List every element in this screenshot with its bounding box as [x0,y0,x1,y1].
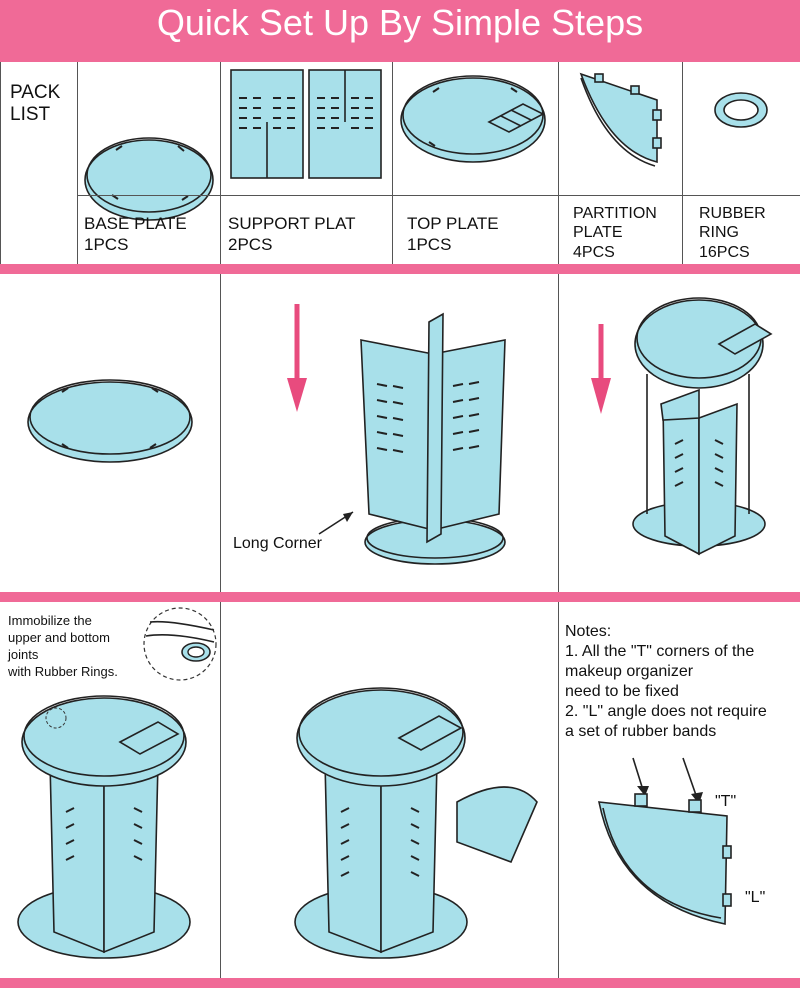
notes-line: need to be fixed [565,683,679,700]
title-band [0,0,800,62]
footer-band [0,978,800,988]
pack-item-support-plate: SUPPORT PLAT 2PCS [221,62,393,264]
pack-item-qty: 16PCS [699,244,750,261]
step-6-notes: Notes: 1. All the "T" corners of the mak… [559,602,800,978]
base-plate-illustration [27,379,193,463]
notes-line: 2. "L" angle does not require [565,703,767,720]
long-corner-annotation: Long Corner [233,535,322,552]
pack-item-name: BASE PLATE [84,214,187,233]
rubber-ring-icon [714,92,768,128]
divider-band [0,592,800,602]
step-1-base [0,274,221,592]
pack-item-top-plate: TOP PLATE 1PCS [393,62,559,264]
notes-line: a set of rubber bands [565,723,717,740]
support-assembly-illustration [287,304,506,565]
notes-heading: Notes: [565,623,612,640]
pack-item-base-plate: BASE PLATE 1PCS [78,62,221,264]
step-4-rings: Immobilize the upper and bottom joints w… [0,602,221,978]
support-plate-icon [230,69,382,179]
pack-item-rubber-ring: RUBBER RING 16PCS [683,62,800,264]
step-2-support: Long Corner [221,274,559,592]
pack-list-label: PACK LIST [10,82,61,125]
partition-corner-illustration [598,757,732,925]
l-corner-label: "L" [745,889,766,906]
pack-item-name: TOP PLATE [407,214,499,233]
rubber-ring-callout: Immobilize the upper and bottom joints w… [8,613,118,679]
divider-band [0,264,800,274]
step-5-partitions [221,602,559,978]
pack-item-name: PARTITION PLATE [573,205,657,241]
pack-item-name: SUPPORT PLAT [228,214,356,233]
base-plate-icon [84,137,214,221]
pack-list-label-cell: PACK LIST [0,62,78,264]
partition-insert-illustration [294,687,538,959]
pack-item-qty: 4PCS [573,244,615,261]
top-plate-icon [400,75,546,163]
pack-item-partition-plate: PARTITION PLATE 4PCS [559,62,683,264]
pack-item-qty: 1PCS [84,235,129,254]
notes-line: makeup organizer [565,663,694,680]
rubber-ring-fixing-illustration [17,607,217,959]
partition-plate-icon [579,72,662,167]
top-plate-assembly-illustration [591,297,773,556]
notes-line: 1. All the "T" corners of the [565,643,755,660]
pack-item-qty: 1PCS [407,235,452,254]
t-corner-label: "T" [715,793,737,810]
page-title: Quick Set Up By Simple Steps [156,2,644,43]
pack-item-name: RUBBER RING [699,205,766,241]
step-3-top [559,274,800,592]
pack-list-divider [78,195,800,196]
pack-item-qty: 2PCS [228,235,273,254]
